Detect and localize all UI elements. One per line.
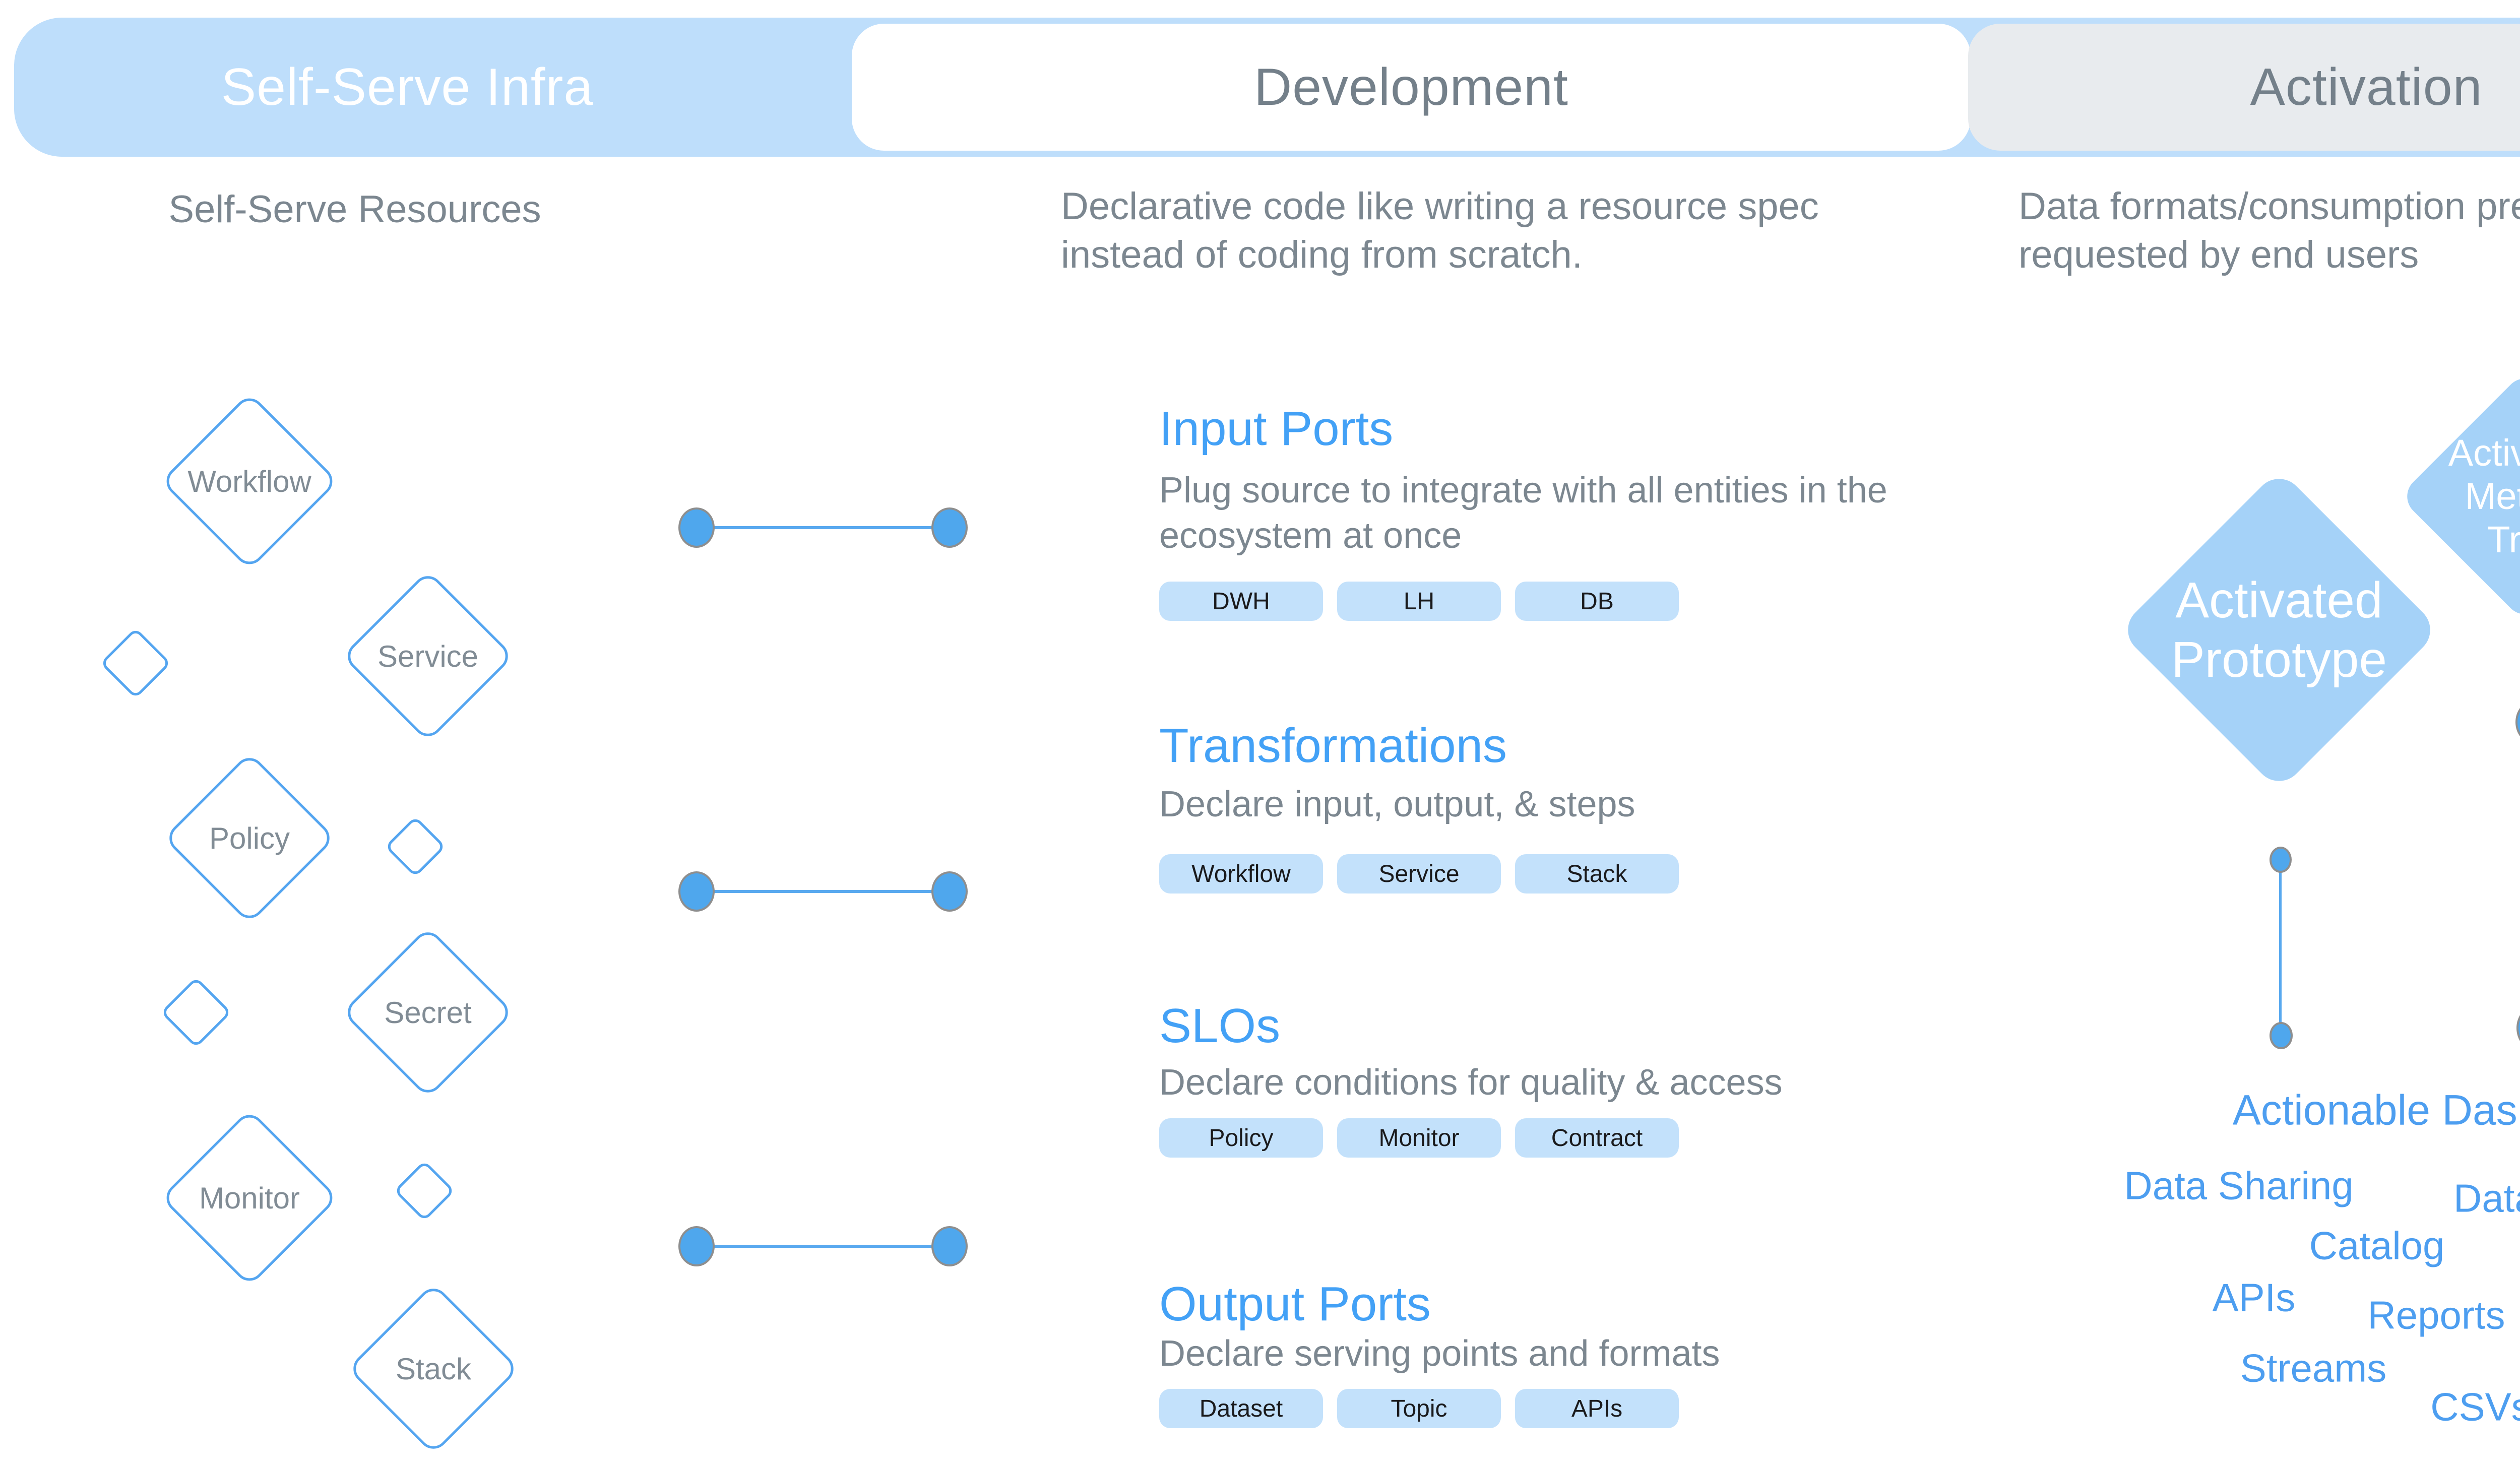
cloud-word-data-sharing: Data Sharing [2124, 1163, 2354, 1208]
diamond-secret-label: Secret [384, 995, 472, 1030]
diamond-outline-shape [100, 627, 171, 699]
chip-row-transformations: Workflow Service Stack [1159, 854, 1679, 894]
diamond-activated-metrics-tree-label: Activated Metrics Tree [2448, 432, 2520, 560]
chip-lh: LH [1337, 582, 1501, 621]
diamond-stack: Stack [347, 1282, 520, 1455]
tab-self-serve-infra-label: Self-Serve Infra [221, 57, 594, 116]
connector-dot [2516, 1006, 2520, 1050]
chip-topic: Topic [1337, 1389, 1501, 1428]
chip-apis: APIs [1515, 1389, 1679, 1428]
development-column-subtitle: Declarative code like writing a resource… [1061, 185, 1819, 276]
cloud-word-streams: Streams [2240, 1346, 2387, 1390]
section-desc-input-ports: Plug source to integrate with all entiti… [1159, 470, 1887, 556]
tab-activation-label: Activation [2250, 57, 2483, 116]
activation-column-subtitle: Data formats/consumption preferences as … [2019, 185, 2520, 276]
chip-stack: Stack [1515, 854, 1679, 894]
diamond-activated-metrics-tree: Activated Metrics Tree [2399, 370, 2520, 623]
chip-dwh: DWH [1159, 582, 1323, 621]
connector-dot [678, 871, 715, 912]
chip-row-input-ports: DWH LH DB [1159, 582, 1679, 621]
connector-line-1 [706, 526, 942, 529]
chip-db: DB [1515, 582, 1679, 621]
section-title-input-ports: Input Ports [1159, 402, 1394, 456]
chip-row-slos: Policy Monitor Contract [1159, 1118, 1679, 1158]
diamond-decor-3 [160, 977, 232, 1048]
diamond-decor-2 [385, 816, 446, 877]
connector-dot [678, 1226, 715, 1266]
diamond-monitor: Monitor [160, 1109, 339, 1287]
chip-dataset: Dataset [1159, 1389, 1323, 1428]
section-desc-output-ports: Declare serving points and formats [1159, 1333, 1720, 1374]
connector-line-2 [706, 890, 942, 893]
section-title-transformations: Transformations [1159, 719, 1507, 773]
connector-dot [678, 507, 715, 548]
cloud-word-reports: Reports [2367, 1293, 2505, 1337]
diamond-workflow-label: Workflow [187, 464, 311, 498]
connector-dot [2270, 847, 2292, 873]
diamond-outline-shape [160, 977, 232, 1048]
diamond-decor-4 [394, 1160, 455, 1222]
connector-dot [931, 507, 968, 548]
diamond-secret: Secret [341, 926, 515, 1099]
connector-dot [2270, 1022, 2293, 1049]
connector-dot [931, 1226, 968, 1266]
infra-column-subtitle: Self-Serve Resources [168, 188, 541, 231]
connector-line-4 [2279, 872, 2282, 1023]
diamond-workflow: Workflow [160, 392, 339, 570]
chip-contract: Contract [1515, 1118, 1679, 1158]
diamond-activated-prototype-label: Activated Prototype [2171, 572, 2387, 688]
chip-service: Service [1337, 854, 1501, 894]
connector-line-3 [706, 1245, 942, 1248]
chip-workflow: Workflow [1159, 854, 1323, 894]
diamond-stack-label: Stack [395, 1352, 472, 1386]
cloud-word-data-apps: Data Apps [2453, 1176, 2520, 1221]
diamond-outline-shape [394, 1160, 455, 1222]
section-title-output-ports: Output Ports [1159, 1277, 1431, 1331]
section-title-slos: SLOs [1159, 999, 1281, 1053]
connector-dot [931, 871, 968, 912]
cloud-word-catalog: Catalog [2309, 1223, 2445, 1268]
diamond-policy-label: Policy [209, 821, 290, 855]
section-desc-slos: Declare conditions for quality & access [1159, 1062, 1783, 1103]
section-desc-transformations: Declare input, output, & steps [1159, 784, 1635, 824]
cloud-word-apis: APIs [2212, 1275, 2296, 1320]
diamond-service: Service [341, 569, 515, 743]
diamond-outline-shape [385, 816, 446, 877]
tab-development[interactable]: Development [852, 24, 1971, 151]
diamond-monitor-label: Monitor [199, 1181, 300, 1215]
chip-monitor: Monitor [1337, 1118, 1501, 1158]
tab-development-label: Development [1254, 57, 1568, 116]
tab-self-serve-infra[interactable]: Self-Serve Infra [14, 18, 800, 157]
cloud-word-csvs: CSVs [2430, 1384, 2520, 1429]
diamond-policy: Policy [163, 751, 336, 925]
diamond-decor-1 [100, 627, 171, 699]
diamond-service-label: Service [377, 639, 479, 673]
chip-row-output-ports: Dataset Topic APIs [1159, 1389, 1679, 1428]
cloud-word-actionable-dashboards: Actionable Dashboards [2232, 1086, 2520, 1134]
tab-activation[interactable]: Activation [1968, 24, 2520, 151]
connector-dot [2515, 701, 2520, 743]
chip-policy: Policy [1159, 1118, 1323, 1158]
diamond-activated-prototype: Activated Prototype [2118, 469, 2440, 791]
